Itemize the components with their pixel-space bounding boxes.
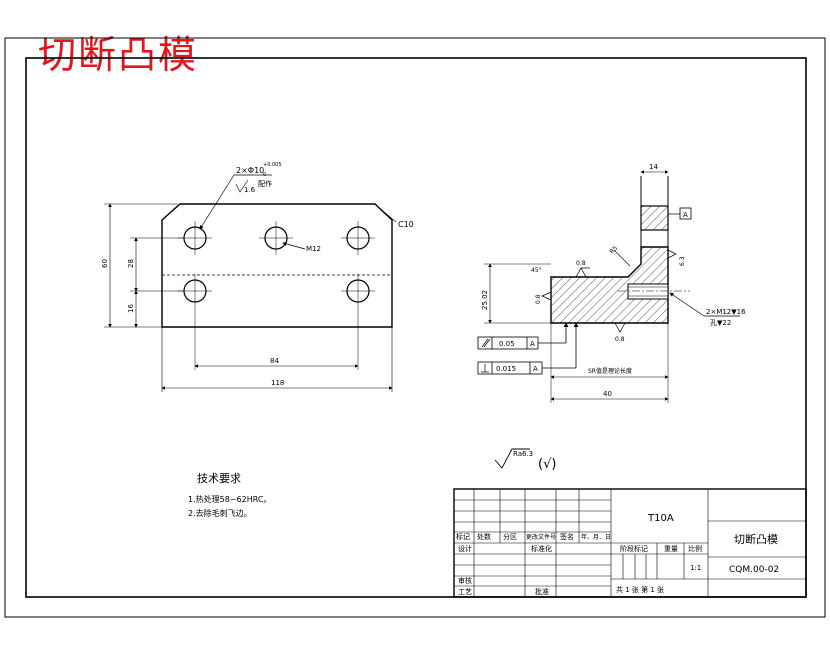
thread-callout: 2×M12▼16 (706, 308, 746, 316)
inner-border (25, 57, 807, 598)
front-view: 2×Φ10 +0.005 0 配作 1.6 M12 C10 60 28 16 (101, 162, 414, 392)
perp-tol: 0.015 (496, 365, 516, 373)
tb-lbl-process: 工艺 (458, 588, 472, 596)
tb-part-name: 切断凸模 (734, 532, 778, 546)
part-outline (161, 203, 393, 328)
thread-hole (627, 283, 669, 300)
dim-top-width: 14 (649, 163, 658, 171)
tb-lbl-scale: 比例 (688, 544, 702, 553)
thread-depth: 孔▼22 (710, 319, 731, 327)
title-block: 标记 处数 分区 更改文件号 签名 年、月、日 设计 标准化 审核 工艺 批准 … (453, 488, 807, 598)
tb-hdr-docno: 更改文件号 (526, 533, 556, 541)
chamfer-label: C10 (398, 220, 414, 229)
dim-hole-spacing: 84 (270, 357, 279, 365)
dim-row-bottom: 16 (127, 304, 135, 313)
dim-width: 118 (271, 379, 284, 387)
roughness-left: 0.8 (535, 294, 542, 304)
upper-block (640, 205, 669, 231)
tech-item-1: 1.热处理58~62HRC。 (188, 494, 271, 504)
tb-lbl-stage: 阶段标记 (620, 544, 648, 553)
tb-hdr-sign: 签名 (560, 532, 574, 541)
bottom-note: SR值是理论长度 (588, 367, 632, 375)
section-view: 14 A 0.8 0.8 0.8 6.3 R5 45° 25.02 2×M12▼… (477, 163, 746, 403)
stamp-title: 切断凸模 (38, 33, 199, 77)
tb-hdr-date: 年、月、日 (581, 533, 611, 541)
tb-hdr-count: 处数 (477, 532, 491, 541)
dim-row-top: 28 (127, 259, 135, 268)
tb-hdr-mark: 标记 (456, 532, 470, 541)
surface-finish-value: Ra6.3 (513, 450, 533, 458)
roughness-right: 6.3 (679, 256, 686, 266)
hole-tol-upper: +0.005 (263, 162, 282, 168)
dim-section-width: 40 (603, 390, 612, 398)
thread-label: M12 (306, 245, 321, 253)
parallel-tol: 0.05 (499, 340, 515, 348)
surface-finish-other: (√) (538, 457, 556, 472)
tb-lbl-design: 设计 (458, 544, 472, 553)
surface-finish-note: Ra6.3 (√) (494, 448, 556, 472)
tb-lbl-weight: 重量 (664, 545, 678, 553)
tb-lbl-standard: 标准化 (531, 544, 552, 553)
datum-label: A (683, 211, 688, 219)
hole-callout: 2×Φ10 (236, 166, 264, 175)
dim-height: 60 (101, 259, 109, 268)
perp-datum: A (533, 365, 538, 373)
outer-border (4, 37, 826, 618)
main-body (550, 246, 669, 324)
dim-angle: 45° (531, 267, 542, 274)
tech-title: 技术要求 (197, 472, 241, 485)
tech-item-2: 2.去除毛刺飞边。 (188, 508, 252, 518)
roughness-bottom: 0.8 (615, 336, 625, 343)
tb-sheets: 共 1 张 第 1 张 (616, 585, 664, 594)
tb-scale-value: 1:1 (690, 564, 701, 572)
roughness-top: 0.8 (576, 260, 586, 267)
dim-section-height: 25.02 (481, 290, 489, 310)
hole-tol-lower: 0 (263, 172, 266, 178)
tb-lbl-review: 审核 (458, 576, 472, 585)
tb-drawing-no: CQM.00-02 (729, 565, 779, 575)
hole-note: 配作 (258, 179, 272, 188)
parallel-datum: A (530, 340, 535, 348)
chamfer-r: R5 (608, 245, 619, 256)
tb-material: T10A (647, 513, 674, 524)
tb-lbl-approve: 批准 (535, 587, 549, 596)
hole-roughness: 1.6 (244, 186, 256, 194)
tb-hdr-zone: 分区 (503, 532, 517, 541)
tech-requirements: 技术要求 1.热处理58~62HRC。 2.去除毛刺飞边。 (188, 472, 271, 518)
